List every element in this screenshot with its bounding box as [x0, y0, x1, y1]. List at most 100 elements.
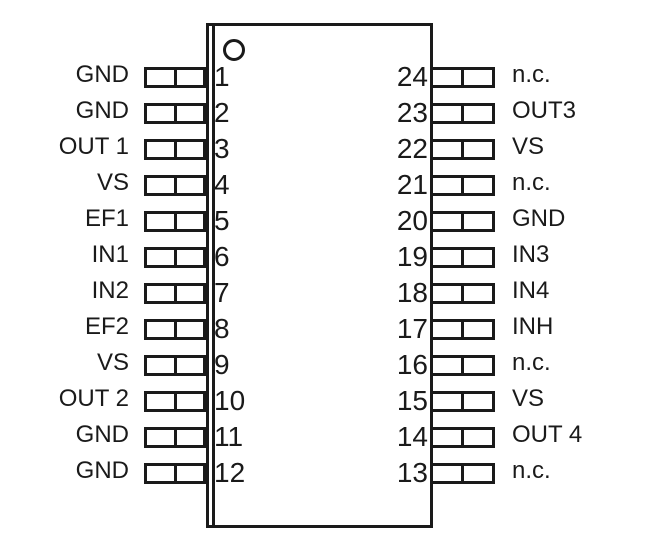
pin-number: 16	[396, 349, 428, 380]
pin-row-21: 21 n.c.	[390, 167, 650, 203]
pin-row-6: IN1 6	[0, 239, 260, 275]
pin-label: OUT 2	[58, 385, 129, 412]
pin-row-13: 13 n.c.	[390, 455, 650, 491]
pin-number: 9	[214, 349, 230, 380]
pin-pad	[430, 390, 495, 412]
pin-row-20: 20 GND	[390, 203, 650, 239]
pin-number: 15	[396, 385, 428, 416]
pin-label: n.c.	[512, 61, 551, 88]
pin-label: INH	[512, 313, 554, 340]
pin-row-23: 23 OUT3	[390, 95, 650, 131]
pin-label: n.c.	[512, 457, 551, 484]
pin-label: IN4	[512, 277, 550, 304]
pin-label: n.c.	[512, 169, 551, 196]
pin-pad	[144, 354, 206, 376]
pin-pad	[430, 246, 495, 268]
pin-row-7: IN2 7	[0, 275, 260, 311]
pin-row-14: 14 OUT 4	[390, 419, 650, 455]
pin-label: EF2	[84, 313, 129, 340]
pin-row-24: 24 n.c.	[390, 59, 650, 95]
pin-number: 1	[214, 61, 230, 92]
pin-label: IN3	[512, 241, 550, 268]
pin-row-10: OUT 2 10	[0, 383, 260, 419]
pin-label: VS	[512, 385, 545, 412]
pin-row-2: GND 2	[0, 95, 260, 131]
pin-pad	[430, 210, 495, 232]
pin-label: n.c.	[512, 349, 551, 376]
ic-package-inner-edge-line	[212, 26, 215, 525]
pin-row-9: VS 9	[0, 347, 260, 383]
right-pin-column: 24 n.c. 23 OUT3 22 VS 21 n.c. 20 GND 19 …	[390, 59, 650, 491]
pin-row-18: 18 IN4	[390, 275, 650, 311]
pin-number: 18	[396, 277, 428, 308]
pin-pad	[144, 66, 206, 88]
pin-label: IN2	[91, 277, 129, 304]
pin-row-11: GND 11	[0, 419, 260, 455]
pin-row-3: OUT 1 3	[0, 131, 260, 167]
pin-pad	[430, 282, 495, 304]
pin-number: 10	[214, 385, 246, 416]
pin-number: 6	[214, 241, 230, 272]
pin-pad	[144, 390, 206, 412]
pin-number: 21	[396, 169, 428, 200]
pin-pad	[430, 174, 495, 196]
pin-pad	[144, 138, 206, 160]
pin-label: GND	[75, 457, 129, 484]
pin-row-8: EF2 8	[0, 311, 260, 347]
pin-pad	[144, 174, 206, 196]
pin-label: VS	[512, 133, 545, 160]
pin-row-5: EF1 5	[0, 203, 260, 239]
pin-pad	[144, 462, 206, 484]
pin-label: GND	[512, 205, 566, 232]
pin-pad	[430, 426, 495, 448]
pin-number: 8	[214, 313, 230, 344]
pin-number: 7	[214, 277, 230, 308]
pin-label: OUT 1	[58, 133, 129, 160]
pin-number: 24	[396, 61, 428, 92]
pin-number: 5	[214, 205, 230, 236]
pin-number: 17	[396, 313, 428, 344]
pin-label: IN1	[91, 241, 129, 268]
pin-pad	[144, 246, 206, 268]
pin-label: GND	[75, 421, 129, 448]
pin-row-17: 17 INH	[390, 311, 650, 347]
pin-number: 14	[396, 421, 428, 452]
pin-row-22: 22 VS	[390, 131, 650, 167]
pin-label: GND	[75, 97, 129, 124]
pin-pad	[430, 318, 495, 340]
pin-row-4: VS 4	[0, 167, 260, 203]
pin-pad	[430, 354, 495, 376]
pin-label: OUT 4	[512, 421, 583, 448]
pin-number: 12	[214, 457, 246, 488]
pin-row-16: 16 n.c.	[390, 347, 650, 383]
pin-pad	[144, 426, 206, 448]
ic-package-body	[206, 23, 433, 528]
pin-number: 4	[214, 169, 230, 200]
pin-number: 3	[214, 133, 230, 164]
pin-label: OUT3	[512, 97, 577, 124]
pin-pad	[144, 102, 206, 124]
pin-pad	[144, 318, 206, 340]
pin-number: 19	[396, 241, 428, 272]
pin1-indicator-icon	[223, 39, 245, 61]
pin-row-12: GND 12	[0, 455, 260, 491]
pin-number: 20	[396, 205, 428, 236]
pin-pad	[430, 138, 495, 160]
pin-pad	[430, 102, 495, 124]
pin-number: 22	[396, 133, 428, 164]
pin-label: VS	[96, 169, 129, 196]
pin-pad	[430, 462, 495, 484]
pin-number: 13	[396, 457, 428, 488]
pin-number: 11	[214, 421, 244, 452]
pin-row-15: 15 VS	[390, 383, 650, 419]
pin-label: EF1	[84, 205, 129, 232]
pin-number: 23	[396, 97, 428, 128]
pin-pad	[144, 210, 206, 232]
pin-row-19: 19 IN3	[390, 239, 650, 275]
pin-label: GND	[75, 61, 129, 88]
pin-number: 2	[214, 97, 230, 128]
pin-row-1: GND 1	[0, 59, 260, 95]
pin-pad	[144, 282, 206, 304]
left-pin-column: GND 1 GND 2 OUT 1 3 VS 4 EF1 5 IN1 6	[0, 59, 260, 491]
